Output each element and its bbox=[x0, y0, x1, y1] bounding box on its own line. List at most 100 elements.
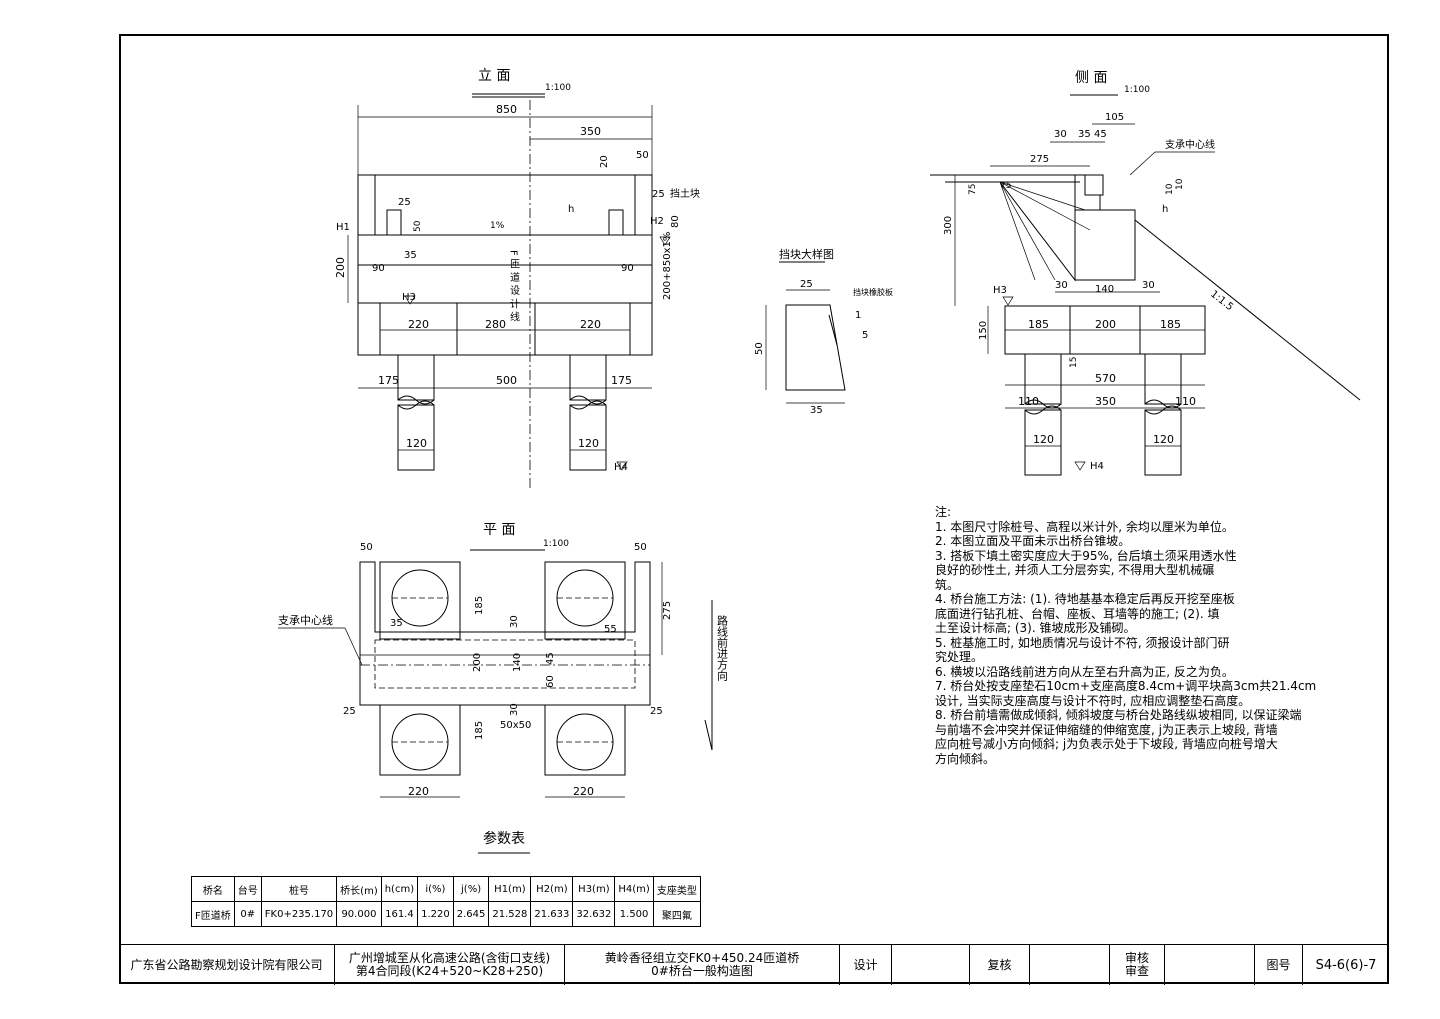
table-header-cell: i(%) bbox=[417, 876, 454, 902]
side-d30a: 30 bbox=[1055, 280, 1068, 291]
side-d75a: 75 bbox=[968, 184, 978, 195]
table-header-cell: j(%) bbox=[452, 876, 490, 902]
note-line: 与前墙不会冲突并保证伸缩缝的伸缩宽度, j为正表示上坡段, 背墙 bbox=[935, 722, 1278, 737]
table-cell: FK0+235.170 bbox=[260, 901, 338, 927]
dim-50b: 50 bbox=[636, 150, 649, 161]
plan-d30b: 30 bbox=[509, 703, 520, 716]
plan-scale: 1:100 bbox=[543, 539, 569, 549]
plan-d200: 200 bbox=[472, 653, 483, 672]
dim-25b: 25 bbox=[652, 189, 665, 200]
table-cell: 32.632 bbox=[572, 901, 616, 927]
notes-head: 注: bbox=[935, 505, 952, 519]
drawing-name: 黄岭香径组立交FK0+450.24匝道桥 0#桥台一般构造图 bbox=[564, 945, 839, 985]
table-header-row: 桥名 台号 桩号 桥长(m) h(cm) i(%) j(%) H1(m) H2(… bbox=[191, 876, 701, 902]
dim-350: 350 bbox=[580, 125, 601, 138]
dim-200: 200 bbox=[334, 257, 347, 278]
detail-slope-5: 5 bbox=[862, 330, 868, 341]
table-header-cell: 支座类型 bbox=[652, 876, 701, 902]
dim-50: 50 bbox=[413, 220, 423, 232]
label-h: h bbox=[568, 204, 574, 215]
detail-d50: 50 bbox=[754, 342, 765, 355]
note-line: 8. 桥台前墙需做成倾斜, 倾斜坡度与桥台处路线纵坡相同, 以保证梁端 bbox=[935, 708, 1302, 722]
plan-50x50: 50x50 bbox=[500, 720, 531, 731]
label-block: 挡土块 bbox=[670, 187, 700, 200]
dim-90b: 90 bbox=[621, 263, 634, 274]
drawing-line2: 0#桥台一般构造图 bbox=[651, 964, 753, 978]
side-d570: 570 bbox=[1095, 372, 1116, 385]
plan-d25a: 25 bbox=[343, 706, 356, 717]
dim-175b: 175 bbox=[611, 374, 632, 387]
drawing-no: S4-6(6)-7 bbox=[1302, 945, 1389, 985]
audit-signature bbox=[1164, 945, 1254, 985]
plan-d50a: 50 bbox=[360, 542, 373, 553]
label-h1: H1 bbox=[336, 222, 350, 233]
note-line: 土至设计标高; (3). 锥坡成形及铺砌。 bbox=[935, 621, 1136, 635]
note-line: 7. 桥台处按支座垫石10cm+支座高度8.4cm+调平块高3cm共21.4cm bbox=[935, 679, 1317, 693]
detail-d25: 25 bbox=[800, 279, 813, 290]
table-cell: 1.500 bbox=[614, 901, 654, 927]
side-h4: H4 bbox=[1090, 461, 1104, 472]
side-d15: 15 bbox=[1069, 357, 1079, 368]
label-slope: 1% bbox=[490, 221, 505, 231]
param-table-title: 参数表 bbox=[483, 830, 525, 847]
note-line: 应向桩号减小方向倾斜; j为负表示处于下坡段, 背墙应向桩号增大 bbox=[935, 737, 1278, 751]
note-line: 方向倾斜。 bbox=[935, 751, 996, 766]
side-d300: 300 bbox=[943, 216, 954, 235]
param-table: 桥名 台号 桩号 桥长(m) h(cm) i(%) j(%) H1(m) H2(… bbox=[191, 876, 701, 927]
plan-d35: 35 bbox=[390, 618, 403, 629]
side-d10a: 10 bbox=[1165, 183, 1175, 195]
plan-d185b: 185 bbox=[474, 721, 485, 740]
side-title: 侧 面 bbox=[1075, 70, 1107, 86]
plan-d140: 140 bbox=[512, 653, 523, 672]
plan-d30: 30 bbox=[509, 615, 520, 628]
table-header-cell: 桥长(m) bbox=[336, 876, 382, 902]
dim-220b: 220 bbox=[580, 318, 601, 331]
table-cell: 161.4 bbox=[380, 901, 419, 927]
pile-120a: 120 bbox=[406, 437, 427, 450]
plan-d275: 275 bbox=[662, 601, 673, 620]
dim-175a: 175 bbox=[378, 374, 399, 387]
plan-d60: 60 bbox=[545, 675, 556, 688]
table-cell: 0# bbox=[233, 901, 262, 927]
title-block: 广东省公路勘察规划设计院有限公司 广州增城至从化高速公路(含街口支线) 第4合同… bbox=[119, 944, 1389, 985]
table-cell: 聚四氟 bbox=[652, 901, 701, 927]
note-line: 底面进行钻孔桩、台帽、座板、耳墙等的施工; (2). 填 bbox=[935, 606, 1220, 621]
audit-line1: 审核 bbox=[1124, 951, 1149, 965]
note-line: 3. 搭板下填土密实度应大于95%, 台后填土须采用透水性 bbox=[935, 548, 1237, 563]
dim-850: 850 bbox=[496, 103, 517, 116]
note-line: 究处理。 bbox=[935, 650, 984, 664]
drawing-no-label: 图号 bbox=[1254, 945, 1302, 985]
table-header-cell: H3(m) bbox=[572, 876, 616, 902]
plan-d55: 55 bbox=[604, 624, 617, 635]
plan-d45: 45 bbox=[545, 652, 556, 665]
project-name: 广州增城至从化高速公路(含街口支线) 第4合同段(K24+520~K28+250… bbox=[334, 945, 564, 985]
side-d110b: 110 bbox=[1175, 395, 1196, 408]
side-d10b: 10 bbox=[1175, 178, 1185, 190]
drawing-frame bbox=[119, 34, 1389, 984]
side-d150: 150 bbox=[978, 321, 989, 340]
label-h4: H4 bbox=[614, 462, 628, 473]
side-slope: 1:1.5 bbox=[1208, 289, 1235, 313]
project-line1: 广州增城至从化高速公路(含街口支线) bbox=[348, 951, 551, 965]
detail-title: 挡块大样图 bbox=[779, 247, 834, 261]
side-view: 侧 面 1:100 105 30 35 45 275 支承中心线 75 75 1… bbox=[930, 70, 1361, 476]
pile-120b: 120 bbox=[578, 437, 599, 450]
side-d45: 45 bbox=[1094, 129, 1107, 140]
detail-d35: 35 bbox=[810, 405, 823, 416]
table-cell: 21.633 bbox=[530, 901, 574, 927]
plan-d25b: 25 bbox=[650, 706, 663, 717]
plan-d185a: 185 bbox=[474, 596, 485, 615]
plan-direction: 路线前进方向 bbox=[716, 615, 729, 681]
dim-rdesign: 200+850x1% bbox=[662, 232, 673, 300]
plan-d50b: 50 bbox=[634, 542, 647, 553]
side-d350: 350 bbox=[1095, 395, 1116, 408]
review-signature bbox=[1029, 945, 1109, 985]
plan-d220a: 220 bbox=[408, 785, 429, 798]
notes-block: 注: 1. 本图尺寸除桩号、高程以米计外, 余均以厘米为单位。 2. 本图立面及… bbox=[935, 505, 1365, 766]
design-label: 设计 bbox=[839, 945, 891, 985]
side-d185b: 185 bbox=[1160, 318, 1181, 331]
note-line: 4. 桥台施工方法: (1). 待地基基本稳定后再反开挖至座板 bbox=[935, 592, 1235, 606]
label-design-line: F 匝 道 设 计 线 bbox=[508, 250, 520, 322]
design-signature bbox=[891, 945, 969, 985]
company-name: 广东省公路勘察规划设计院有限公司 bbox=[130, 957, 323, 972]
